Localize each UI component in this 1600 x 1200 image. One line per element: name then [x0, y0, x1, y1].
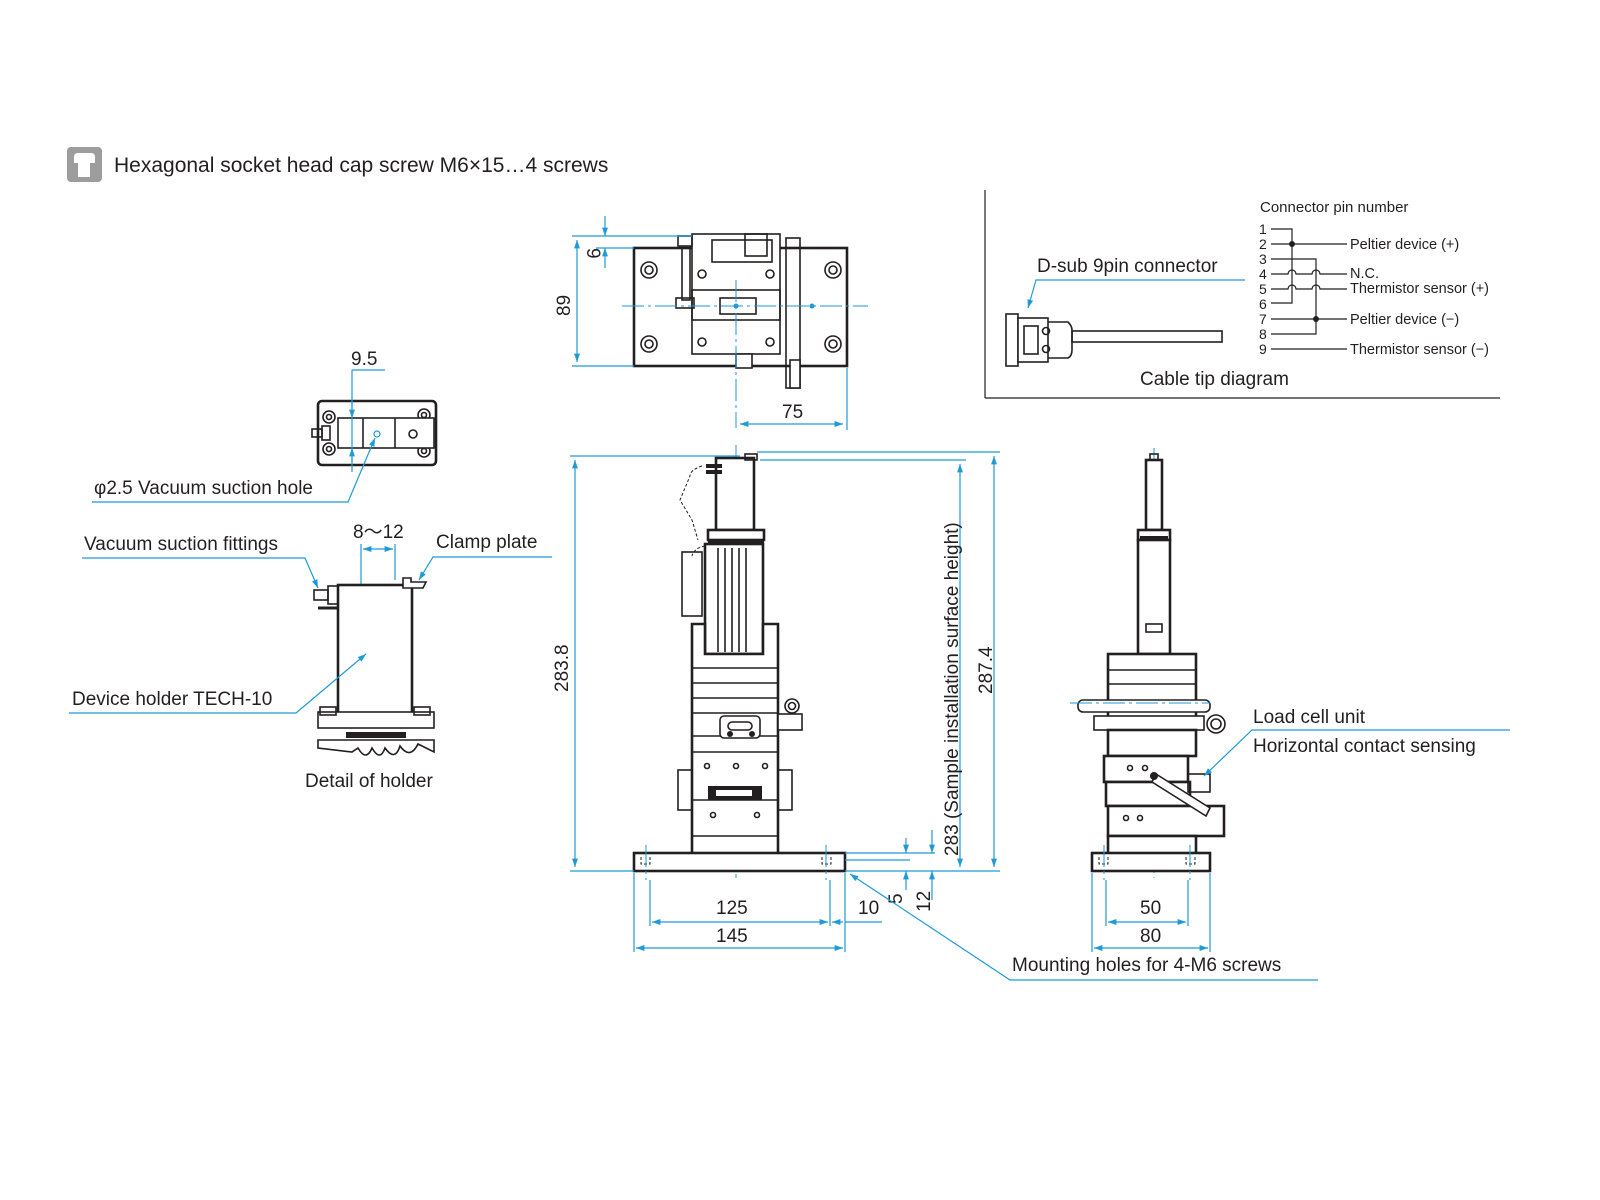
contact-sensing-label: Horizontal contact sensing	[1253, 736, 1476, 757]
cable-tip-caption: Cable tip diagram	[1140, 369, 1289, 390]
svg-text:2: 2	[1259, 236, 1267, 252]
mounting-hole-icons	[640, 261, 842, 353]
header: Hexagonal socket head cap screw M6×15…4 …	[67, 147, 608, 182]
fins	[717, 548, 747, 652]
dim-base-thickness: 12	[914, 891, 935, 912]
pin-wiring	[1271, 228, 1347, 350]
svg-text:9: 9	[1259, 341, 1267, 357]
dim-center: 75	[782, 402, 803, 423]
dim-side-hole-pitch: 50	[1140, 898, 1161, 919]
signal-thermistor-minus: Thermistor sensor (−)	[1350, 342, 1489, 358]
svg-text:4: 4	[1259, 266, 1267, 282]
cable-tip-panel: Connector pin number 1 2 3 4 5 6 7 8 9	[984, 190, 1500, 399]
svg-text:7: 7	[1259, 311, 1267, 327]
top-view-dimensions: 9 89 75	[554, 216, 848, 430]
vacuum-hole-label: φ2.5 Vacuum suction hole	[94, 478, 313, 499]
front-view: 283.8 283 (Sample installation surface h…	[552, 445, 1000, 952]
dim-base-width: 145	[716, 926, 748, 947]
dim-total-height: 287.4	[976, 646, 997, 694]
fittings-label: Vacuum suction fittings	[84, 534, 278, 555]
dim-hole-pitch: 125	[716, 898, 748, 919]
signal-peltier-minus: Peltier device (−)	[1350, 312, 1459, 328]
dim-holder-width: 9.5	[351, 349, 377, 370]
vacuum-hole-leader	[92, 437, 376, 503]
signal-peltier-plus: Peltier device (+)	[1350, 237, 1459, 253]
dim-side-base-depth: 80	[1140, 926, 1161, 947]
svg-text:3: 3	[1259, 251, 1267, 267]
svg-text:6: 6	[1259, 296, 1267, 312]
side-view-dimensions: 50 80	[1091, 873, 1211, 952]
clamp-range: 8〜12	[353, 522, 404, 543]
clamp-label: Clamp plate	[436, 532, 537, 553]
dim-edge: 10	[858, 898, 879, 919]
signal-labels: Peltier device (+) N.C. Thermistor senso…	[1350, 237, 1489, 358]
svg-text:1: 1	[1259, 221, 1267, 237]
signal-nc: N.C.	[1350, 266, 1379, 282]
dim-offset: 9	[582, 248, 603, 259]
connector-label: D-sub 9pin connector	[1037, 256, 1218, 277]
dim-overall-height: 283.8	[552, 644, 573, 692]
dim-hole-depth: 5	[886, 893, 907, 904]
holder-detail-side: Vacuum suction fittings 8〜12 Clamp plate…	[69, 522, 552, 792]
svg-text:5: 5	[1259, 281, 1267, 297]
holder-detail-top: 9.5 φ2.5 Vacuum suction hole	[92, 349, 438, 503]
load-cell-leader	[1203, 729, 1510, 777]
dsub-connector-drawing	[1005, 313, 1223, 367]
top-view: 9 89 75	[554, 216, 868, 430]
load-cell-label: Load cell unit	[1253, 707, 1366, 728]
signal-thermistor-plus: Thermistor sensor (+)	[1350, 281, 1489, 297]
screw-icon	[67, 147, 102, 182]
header-title: Hexagonal socket head cap screw M6×15…4 …	[114, 154, 608, 177]
mounting-label: Mounting holes for 4-M6 screws	[1012, 955, 1281, 976]
pin-header: Connector pin number	[1260, 199, 1408, 216]
device-holder-label: Device holder TECH-10	[72, 689, 272, 710]
connector-leader	[1027, 279, 1245, 309]
holder-caption: Detail of holder	[305, 771, 433, 792]
pin-numbers: 1 2 3 4 5 6 7 8 9	[1259, 221, 1267, 357]
svg-text:8: 8	[1259, 326, 1267, 342]
side-view: Load cell unit Horizontal contact sensin…	[1070, 448, 1510, 952]
front-view-dimensions: 283.8 283 (Sample installation surface h…	[552, 451, 1000, 952]
dim-depth: 89	[554, 295, 575, 316]
dim-sample-height: 283 (Sample installation surface height)	[942, 522, 963, 856]
mounting-holes-callout: Mounting holes for 4-M6 screws	[849, 873, 1318, 981]
